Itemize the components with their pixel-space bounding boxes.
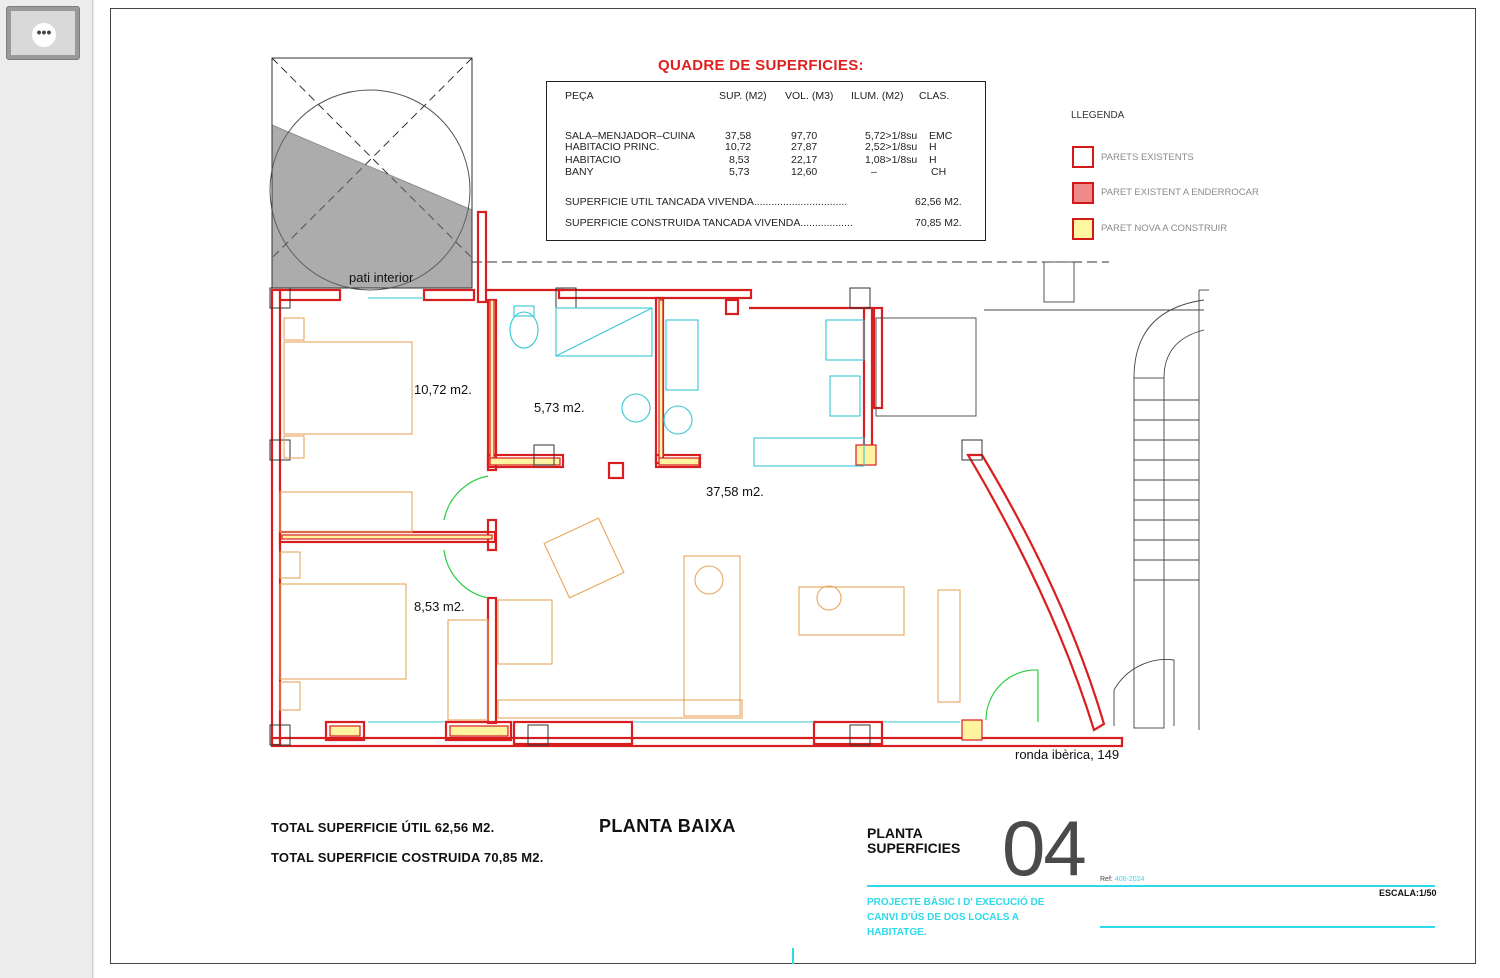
page-thumbnail-sidebar: •••	[0, 0, 93, 978]
quadre-title: QUADRE DE SUPERFICIES:	[658, 57, 864, 74]
doors	[443, 475, 1039, 722]
legend-swatch-existing	[1072, 146, 1094, 168]
planta-name: PLANTA BAIXA	[599, 816, 736, 836]
superficie-construida-label: SUPERFICIE CONSTRUIDA TANCADA VIVENDA...…	[565, 217, 853, 229]
quadre-superficies-table: PEÇA SUP. (M2) VOL. (M3) ILUM. (M2) CLAS…	[546, 81, 986, 241]
row-clas: EMC	[929, 130, 953, 142]
more-options-icon[interactable]: •••	[32, 23, 56, 47]
superficie-util-label: SUPERFICIE UTIL TANCADA VIVENDA.........…	[565, 196, 848, 208]
fixtures	[368, 297, 960, 723]
sheet-number: 04	[1002, 804, 1087, 892]
page-thumbnail[interactable]: •••	[6, 6, 80, 60]
sheet-title: PLANTA SUPERFICIES	[867, 825, 961, 856]
total-construida: TOTAL SUPERFICIE COSTRUIDA 70,85 M2.	[271, 850, 544, 865]
scale-label: ESCALA:1/50	[1379, 888, 1437, 898]
project-description: PROJECTE BÀSIC I D' EXECUCIÓ DE CANVI D'…	[867, 897, 1045, 938]
ref-value: 406-2024	[1114, 876, 1145, 883]
row-vol: 97,70	[791, 130, 818, 142]
room-area-bathroom: 5,73 m2.	[534, 400, 585, 415]
structural-columns	[269, 287, 983, 746]
title-block-rule-2	[1100, 926, 1435, 928]
header-ilum: ILUM. (M2)	[851, 90, 904, 102]
document-page: QUADRE DE SUPERFICIES: PEÇA SUP. (M2) VO…	[94, 0, 1500, 978]
row-peca: HABITACIO PRINC.	[565, 141, 660, 153]
header-clas: CLAS.	[919, 90, 950, 102]
new-walls	[281, 299, 983, 741]
room-area-bedroom-main: 10,72 m2.	[414, 382, 472, 397]
row-sup: 10,72	[725, 141, 752, 153]
header-sup: SUP. (M2)	[719, 90, 767, 102]
row-ilum: –	[871, 166, 877, 178]
row-vol: 27,87	[791, 141, 818, 153]
row-vol: 22,17	[791, 154, 818, 166]
pati-interior-label: pati interior	[349, 270, 414, 285]
existing-walls	[270, 210, 1124, 748]
patio-area	[269, 57, 473, 291]
row-peca: HABITACIO	[565, 154, 621, 166]
stairs	[875, 261, 1209, 730]
row-ilum: 1,08>1/8su	[865, 154, 918, 166]
legend-swatch-demolish	[1072, 182, 1094, 204]
floor-plan-drawing	[269, 57, 1209, 748]
total-util: TOTAL SUPERFICIE ÚTIL 62,56 M2.	[271, 820, 495, 835]
legend-label-existing: PARETS EXISTENTS	[1101, 152, 1194, 163]
ref-label: Ref:	[1100, 876, 1113, 883]
address-label: ronda ibèrica, 149	[1015, 747, 1120, 762]
superficie-util-value: 62,56 M2.	[915, 196, 962, 208]
row-clas: H	[929, 154, 937, 166]
ref-block: Ref: 406-2024	[1100, 876, 1144, 883]
room-area-bedroom: 8,53 m2.	[414, 599, 465, 614]
row-sup: 5,73	[729, 166, 750, 178]
header-peca: PEÇA	[565, 90, 594, 102]
row-ilum: 2,52>1/8su	[865, 141, 918, 153]
legend-label-new: PARET NOVA A CONSTRUIR	[1101, 223, 1228, 234]
row-clas: H	[929, 141, 937, 153]
title-block-rule	[867, 885, 1435, 887]
room-area-living: 37,58 m2.	[706, 484, 764, 499]
header-vol: VOL. (M3)	[785, 90, 834, 102]
row-clas: CH	[931, 166, 947, 178]
page-marker	[792, 948, 794, 964]
furniture	[279, 317, 961, 721]
row-sup: 8,53	[729, 154, 750, 166]
superficie-construida-value: 70,85 M2.	[915, 217, 962, 229]
legend-swatch-new	[1072, 218, 1094, 240]
row-ilum: 5,72>1/8su	[865, 130, 918, 142]
legend-title: LLEGENDA	[1071, 110, 1125, 121]
row-vol: 12,60	[791, 166, 818, 178]
row-sup: 37,58	[725, 130, 752, 142]
row-peca: BANY	[565, 166, 594, 178]
row-peca: SALA–MENJADOR–CUINA	[565, 130, 696, 142]
legend-label-demolish: PARET EXISTENT A ENDERROCAR	[1101, 187, 1259, 198]
